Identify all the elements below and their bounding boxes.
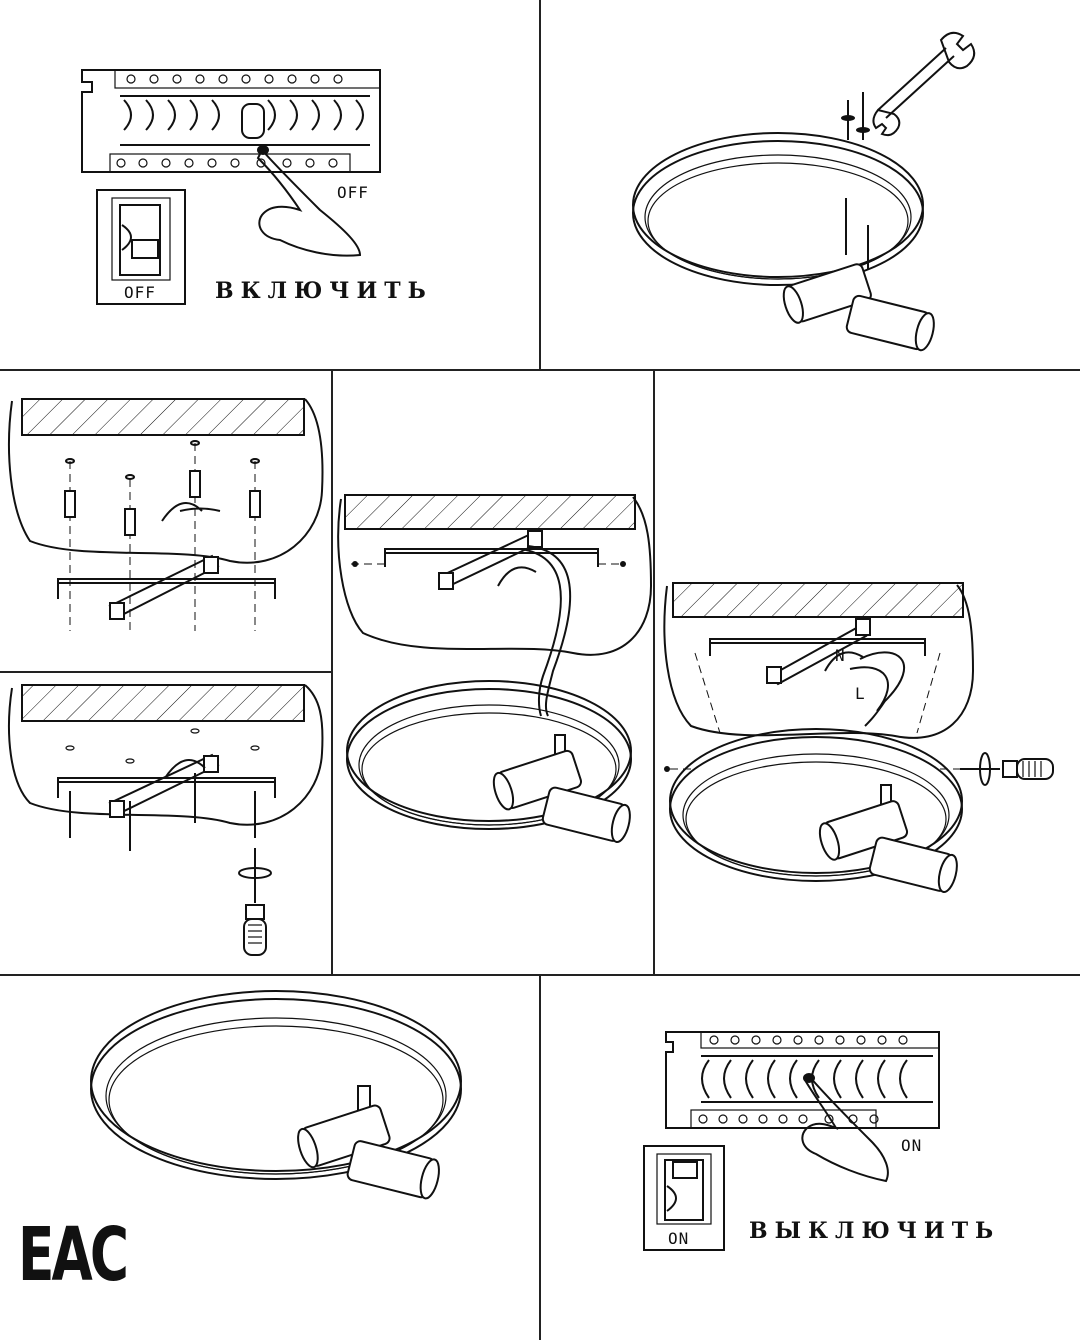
step-2-fixture-prep-panel bbox=[541, 0, 1080, 370]
divider-top-vertical bbox=[539, 0, 541, 370]
eac-certification-mark: EAC bbox=[18, 1212, 129, 1298]
divider-row1-horizontal bbox=[0, 369, 1080, 371]
step-6-connect-wires-panel: N L bbox=[655, 371, 1080, 974]
instruction-switch-on: ВКЛЮЧИТЬ bbox=[215, 278, 433, 304]
step-1-power-off-panel: OFF OFF ВКЛЮЧИТЬ bbox=[0, 0, 540, 370]
breaker-on-label: ON bbox=[901, 1136, 922, 1155]
finished-fixture-illustration bbox=[90, 990, 462, 1200]
switch-on-label: ON bbox=[668, 1229, 689, 1248]
fixture-wrench-illustration bbox=[632, 31, 976, 352]
step-5-hang-fixture-panel bbox=[333, 371, 653, 974]
connect-wires-illustration: N L bbox=[663, 582, 1054, 893]
hang-fixture-illustration bbox=[337, 494, 653, 843]
divider-mid-right-vertical bbox=[653, 370, 655, 975]
step-8-power-on-panel: ON ON ВЫКЛЮЧИТЬ bbox=[541, 976, 1080, 1340]
neutral-wire-label: N bbox=[835, 646, 846, 665]
ceiling-screw-illustration bbox=[8, 684, 324, 956]
instruction-switch-off: ВЫКЛЮЧИТЬ bbox=[749, 1218, 1001, 1244]
step-7-finished-fixture-panel: EAC bbox=[0, 976, 539, 1340]
step-4-mount-bracket-panel bbox=[0, 673, 331, 974]
breaker-panel-off-illustration: OFF OFF bbox=[81, 69, 381, 305]
live-wire-label: L bbox=[855, 684, 866, 703]
switch-off-label: OFF bbox=[124, 283, 156, 302]
divider-left-stack-horizontal bbox=[0, 671, 332, 673]
ceiling-drill-illustration bbox=[8, 398, 324, 631]
step-3-drill-holes-panel bbox=[0, 371, 331, 671]
breaker-off-label: OFF bbox=[337, 183, 369, 202]
breaker-panel-on-illustration: ON ON bbox=[643, 1031, 940, 1251]
divider-mid-left-vertical bbox=[331, 370, 333, 975]
divider-bottom-vertical bbox=[539, 975, 541, 1340]
